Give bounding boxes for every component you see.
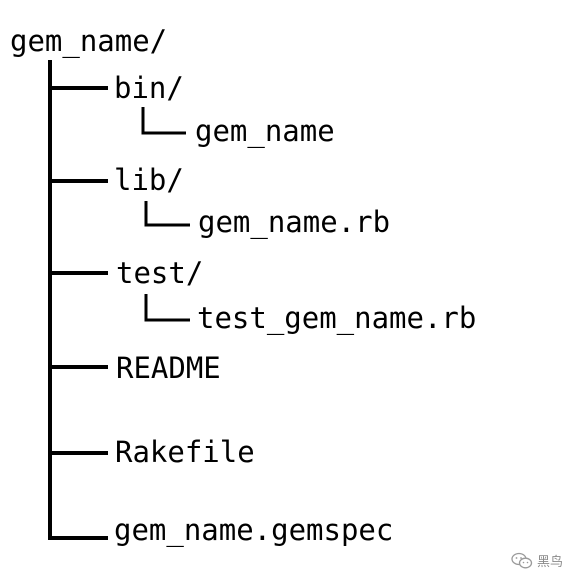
sub-branch-test	[144, 294, 190, 322]
file-test-gem-name-rb-label: test_gem_name.rb	[197, 301, 477, 335]
wechat-icon	[511, 552, 533, 568]
sub-branch-bin	[141, 107, 186, 135]
file-gem-name-label: gem_name	[195, 114, 335, 148]
watermark-text: 黑鸟	[536, 555, 563, 570]
root-folder-label: gem_name/	[10, 24, 168, 58]
file-rakefile-label: Rakefile	[115, 435, 255, 469]
folder-lib-label: lib/	[114, 163, 184, 197]
sub-branch-lib	[144, 201, 190, 227]
watermark: 黑鸟	[511, 551, 563, 570]
folder-test-label: test/	[116, 256, 204, 290]
file-readme-label: README	[116, 351, 221, 385]
folder-bin-label: bin/	[114, 71, 184, 105]
file-gem-name-rb-label: gem_name.rb	[198, 205, 391, 239]
file-gemspec-label: gem_name.gemspec	[114, 513, 394, 547]
